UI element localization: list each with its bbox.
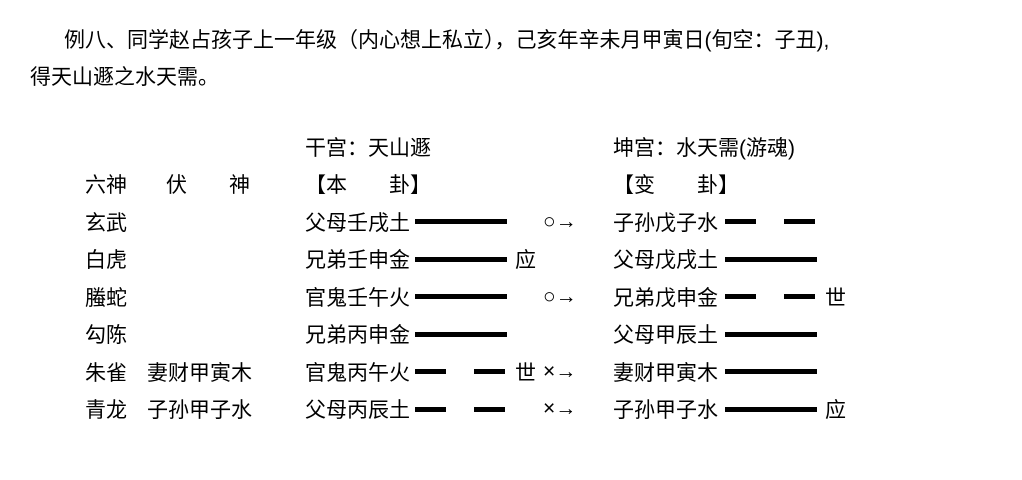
changed-palace-title: 坤宫：水天需(游魂) <box>613 136 795 160</box>
case-title-line1: 例八、同学赵占孩子上一年级（内心想上私立），己亥年辛未月甲寅日(旬空：子丑), <box>64 29 830 52</box>
changed-yao-line-cell <box>725 359 825 460</box>
hexagram-row: 螣蛇 官鬼壬午火 ○→ 兄弟戊申金 世 <box>85 278 1022 316</box>
changed-yao-line <box>725 331 817 337</box>
original-yao-name: 官鬼壬午火 <box>305 286 410 310</box>
original-yao-name: 父母壬戌土 <box>305 211 410 235</box>
liushen-label: 勾陈 <box>85 324 127 348</box>
liushen-column-header: 六神 <box>85 174 127 198</box>
original-yao-name: 兄弟壬申金 <box>305 249 410 273</box>
original-yao-line <box>415 331 507 337</box>
original-yao-line <box>415 256 507 262</box>
liushen-label: 玄武 <box>85 211 127 235</box>
changed-yao-name: 子孙戊子水 <box>613 211 718 235</box>
changed-yao-marker: 世 <box>825 286 846 310</box>
changed-yao-line <box>725 369 817 375</box>
original-yao-line <box>415 407 515 412</box>
fushen-label: 子孙甲子水 <box>147 399 252 423</box>
original-yao-marker: 应 <box>515 249 536 273</box>
original-yao-name: 官鬼丙午火 <box>305 361 410 385</box>
liushen-label: 青龙 <box>85 399 127 423</box>
changed-yao-name: 子孙甲子水 <box>613 399 718 423</box>
original-yao-marker: 世 <box>515 361 536 385</box>
changed-yao-line-cell <box>725 284 825 385</box>
case-title: 例八、同学赵占孩子上一年级（内心想上私立），己亥年辛未月甲寅日(旬空：子丑), … <box>30 22 992 96</box>
hexagram-row: 朱雀 妻财甲寅木 官鬼丙午火 世 ×→ 妻财甲寅木 <box>85 353 1022 391</box>
changed-yao-name: 父母甲辰土 <box>613 324 718 348</box>
changed-yao-line <box>725 406 817 412</box>
original-yao-line-cell <box>415 171 515 272</box>
liushen-label: 螣蛇 <box>85 286 127 310</box>
changed-yao-line <box>725 256 817 262</box>
fushen-label: 妻财甲寅木 <box>147 361 252 385</box>
original-palace-title: 干宫：天山遯 <box>305 136 431 160</box>
original-yao-name: 兄弟丙申金 <box>305 324 410 348</box>
changed-hexagram-header: 【变 卦】 <box>613 174 739 198</box>
original-yao-line-cell <box>415 246 515 347</box>
fushen-column-header: 伏 神 <box>166 174 250 198</box>
changed-yao-line-cell <box>725 321 825 422</box>
change-indicator: ○→ <box>543 209 577 233</box>
original-yao-line-cell <box>415 359 515 460</box>
liushen-label: 白虎 <box>85 249 127 273</box>
hexagram-row: 青龙 子孙甲子水 父母丙辰土 ×→ 子孙甲子水 应 <box>85 391 1022 429</box>
palace-header-row: 干宫：天山遯 坤宫：水天需(游魂) <box>85 128 1022 166</box>
original-yao-line <box>415 219 507 225</box>
hexagram-table: 干宫：天山遯 坤宫：水天需(游魂) 六神 伏 神 【本 卦】 【变 卦】 玄武 … <box>85 128 1022 428</box>
document-page: 例八、同学赵占孩子上一年级（内心想上私立），己亥年辛未月甲寅日(旬空：子丑), … <box>0 22 1022 428</box>
hexagram-row: 勾陈 兄弟丙申金 父母甲辰土 <box>85 316 1022 354</box>
change-indicator: ○→ <box>543 284 577 308</box>
change-indicator: ×→ <box>543 397 577 421</box>
changed-yao-name: 父母戊戌土 <box>613 249 718 273</box>
case-title-line2: 得天山遯之水天需。 <box>30 66 219 89</box>
column-header-row: 六神 伏 神 【本 卦】 【变 卦】 <box>85 166 1022 204</box>
original-hexagram-header: 【本 卦】 <box>305 174 431 198</box>
hexagram-row: 白虎 兄弟壬申金 应 父母戊戌土 <box>85 241 1022 279</box>
changed-yao-name: 兄弟戊申金 <box>613 286 718 310</box>
hexagram-rows: 玄武 父母壬戌土 ○→ 子孙戊子水 白虎 兄弟壬申金 应 父母戊戌土 螣蛇 官鬼… <box>85 203 1022 428</box>
changed-yao-name: 妻财甲寅木 <box>613 361 718 385</box>
change-indicator: ×→ <box>543 359 577 383</box>
original-yao-line <box>415 294 507 300</box>
liushen-label: 朱雀 <box>85 361 127 385</box>
changed-yao-marker: 应 <box>825 399 846 423</box>
hexagram-row: 玄武 父母壬戌土 ○→ 子孙戊子水 <box>85 203 1022 241</box>
original-yao-line-cell <box>415 284 515 385</box>
original-yao-line-cell <box>415 209 515 310</box>
original-yao-name: 父母丙辰土 <box>305 399 410 423</box>
changed-yao-line-cell <box>725 209 825 310</box>
